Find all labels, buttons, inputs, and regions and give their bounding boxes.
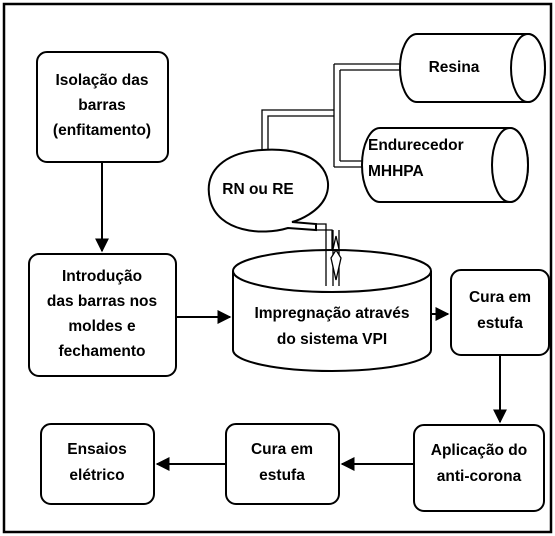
aplicacao-box: Aplicação do anti-corona bbox=[413, 424, 545, 512]
introducao-line4: fechamento bbox=[59, 343, 146, 360]
endurecedor-tank: Endurecedor MHHPA bbox=[361, 127, 529, 203]
isolacao-line2: barras bbox=[78, 97, 125, 114]
resina-label: Resina bbox=[429, 59, 480, 76]
endurecedor-label-line1: Endurecedor bbox=[368, 137, 464, 154]
impregnacao-line1: Impregnação através bbox=[254, 305, 409, 322]
cura-estufa-2-line1: Cura em bbox=[251, 441, 313, 458]
introducao-line3: moldes e bbox=[68, 318, 136, 335]
cura-estufa-2-line2: estufa bbox=[259, 467, 305, 484]
cura-estufa-1-line2: estufa bbox=[477, 315, 523, 332]
rn-re-label: RN ou RE bbox=[222, 181, 293, 198]
feed-pipes bbox=[261, 63, 410, 168]
resina-tank: Resina bbox=[399, 33, 546, 103]
isolacao-box: Isolação das barras (enfitamento) bbox=[36, 51, 169, 163]
vpi-inlet-pipe-overlay bbox=[325, 248, 342, 286]
ensaios-line1: Ensaios bbox=[67, 441, 126, 458]
introducao-line2: das barras nos bbox=[47, 293, 157, 310]
endurecedor-label-line2: MHHPA bbox=[368, 163, 424, 180]
flow-arrows bbox=[95, 162, 507, 471]
isolacao-line3: (enfitamento) bbox=[53, 122, 151, 139]
introducao-line1: Introdução bbox=[62, 268, 142, 285]
isolacao-line1: Isolação das bbox=[55, 72, 148, 89]
rn-re-bubble: RN ou RE bbox=[207, 148, 330, 233]
ensaios-box: Ensaios elétrico bbox=[40, 423, 155, 505]
cura-estufa-1-line1: Cura em bbox=[469, 289, 531, 306]
aplicacao-line2: anti-corona bbox=[437, 468, 522, 485]
cura-estufa-2-box: Cura em estufa bbox=[225, 423, 340, 505]
cura-estufa-1-box: Cura em estufa bbox=[450, 269, 550, 356]
introducao-box: Introdução das barras nos moldes e fecha… bbox=[28, 253, 177, 377]
ensaios-line2: elétrico bbox=[69, 467, 124, 484]
aplicacao-line1: Aplicação do bbox=[431, 442, 527, 459]
vpi-tank: Impregnação através do sistema VPI bbox=[232, 249, 432, 372]
impregnacao-line2: do sistema VPI bbox=[277, 331, 387, 348]
